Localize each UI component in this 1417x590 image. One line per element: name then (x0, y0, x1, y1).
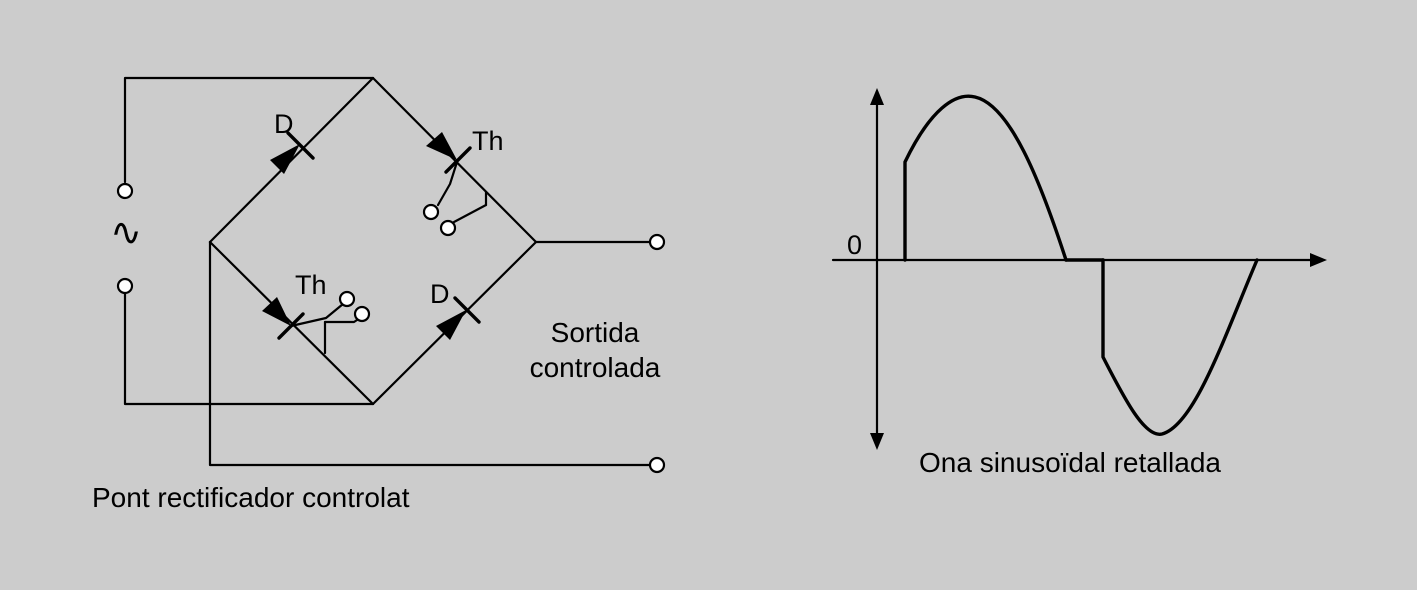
thyristor-upper-bar (444, 146, 472, 174)
vertical-axis-down-arrow (870, 433, 884, 450)
thyristor-upper-cathode-lead (452, 203, 488, 224)
waveform-negative-half (1101, 258, 1259, 436)
waveform-plot: 0 Ona sinusoïdal retallada (831, 88, 1327, 478)
source-terminal-top (116, 182, 134, 200)
diode-upper (270, 131, 315, 174)
diode-lower-bar (453, 296, 481, 324)
thyristor-upper-gate (436, 160, 459, 207)
diode-lower (436, 296, 481, 340)
thyristor-upper-gate-terminal (422, 203, 440, 221)
ac-source-symbol: ∿ (110, 212, 142, 254)
waveform-caption: Ona sinusoïdal retallada (919, 447, 1221, 478)
bridge-edge-upper-right (371, 76, 538, 244)
diode-lower-label: D (430, 279, 450, 309)
thyristor-lower-triangle (262, 297, 291, 326)
thyristor-lower-gate (289, 302, 345, 328)
thyristor-upper-cathode-terminal (439, 219, 457, 237)
source-top-wire (123, 76, 375, 184)
output-terminal-top (648, 233, 666, 251)
bridge-edge-lower-left (208, 240, 375, 406)
source-bottom-wire (123, 292, 375, 406)
thyristor-upper (422, 132, 488, 237)
diode-lower-triangle (436, 310, 466, 340)
diode-upper-triangle (270, 144, 300, 174)
bridge-rectifier-circuit: ∿ D Th (92, 76, 666, 513)
zero-label: 0 (847, 230, 862, 260)
output-label-line1: Sortida (551, 317, 640, 348)
circuit-caption: Pont rectificador controlat (92, 482, 410, 513)
thyristor-lower-label: Th (295, 270, 327, 300)
horizontal-axis-arrow (1310, 253, 1327, 267)
bridge-edge-upper-left (208, 76, 375, 244)
thyristor-lower (262, 290, 371, 355)
thyristor-lower-cathode-lead (323, 316, 362, 324)
thyristor-lower-gate-terminal (338, 290, 356, 308)
output-negative-wire (208, 240, 651, 467)
source-terminal-bottom (116, 277, 134, 295)
waveform-positive-half (903, 94, 1068, 262)
thyristor-lower-cathode-terminal (353, 305, 371, 323)
output-label-line2: controlada (530, 352, 661, 383)
thyristor-upper-label: Th (472, 126, 504, 156)
diode-upper-label: D (274, 109, 294, 139)
vertical-axis-up-arrow (870, 88, 884, 105)
output-terminal-bottom (648, 456, 666, 474)
diode-upper-bar (286, 131, 315, 160)
thyristor-upper-triangle (426, 132, 457, 160)
